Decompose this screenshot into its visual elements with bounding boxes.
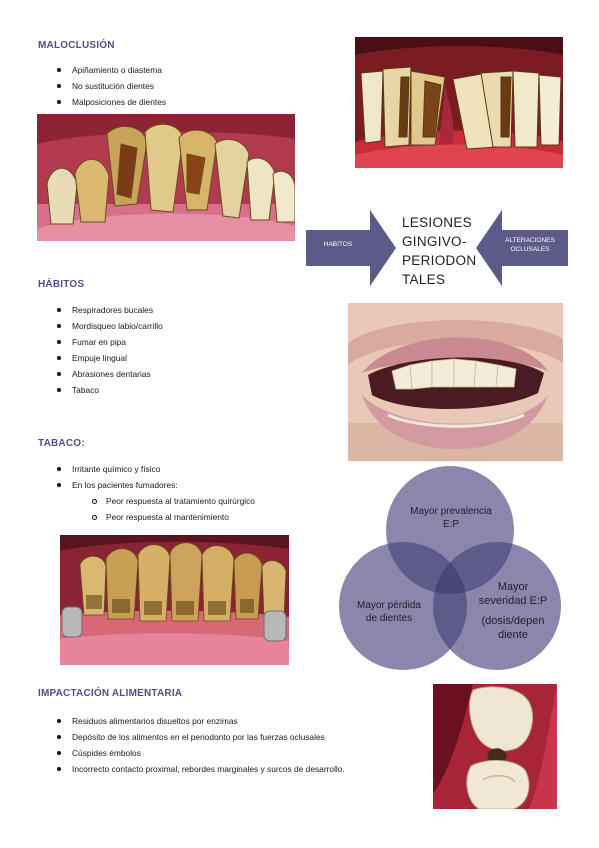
- list-item: Residuos alimentarios disueltos por enzi…: [44, 713, 345, 729]
- list-item: Peor respuesta al mantenimiento: [44, 509, 255, 525]
- section-heading-maloclusion: MALOCLUSIÓN: [38, 40, 115, 51]
- list-item: Abrasiones dentarias: [44, 366, 163, 382]
- venn-label-line: (dosis/depen: [481, 615, 545, 627]
- venn-overlap-top-left: [386, 542, 467, 594]
- impactacion-list: Residuos alimentarios disueltos por enzi…: [44, 713, 345, 777]
- venn-label-left: Mayor pérdida de dientes: [347, 599, 431, 625]
- list-item: Cúspides émbolos: [44, 745, 345, 761]
- list-item: Fumar en pipa: [44, 334, 163, 350]
- maloclusion-list: Apiñamiento o diastema No sustitución di…: [44, 62, 166, 110]
- list-item: Empuje lingual: [44, 350, 163, 366]
- list-item: Respiradores bucales: [44, 302, 163, 318]
- arrow-label-line: ALTERACIONES: [505, 237, 555, 244]
- photo-gingival-recession-teeth: [355, 37, 563, 168]
- list-item: Irritante químico y físico: [44, 461, 178, 477]
- list-item: Peor respuesta al tratamiento quirúrgico: [44, 493, 255, 509]
- list-item: Depósito de los alimentos en el periodon…: [44, 729, 345, 745]
- list-item: Apiñamiento o diastema: [44, 62, 166, 78]
- center-title-line: LESIONES: [402, 215, 472, 230]
- list-item: Mordisqueo labio/carrillo: [44, 318, 163, 334]
- venn-label-line: diente: [498, 629, 528, 641]
- tabaco-list: Irritante químico y físico En los pacien…: [44, 461, 178, 493]
- venn-label-line: Mayor: [497, 581, 529, 593]
- section-heading-tabaco: TABACO:: [38, 438, 85, 449]
- center-title-line: TALES: [402, 272, 446, 287]
- list-item: Malposiciones de dientes: [44, 94, 166, 110]
- list-item: Incorrecto contacto proximal, rebordes m…: [44, 761, 345, 777]
- tabaco-sub-list: Peor respuesta al tratamiento quirúrgico…: [44, 493, 255, 525]
- venn-label-line: severidad E:P: [478, 595, 548, 607]
- venn-overlap-top-right: [433, 542, 514, 594]
- section-heading-habitos: HÁBITOS: [38, 279, 85, 290]
- venn-label-right: Mayor severidad E:P (dosis/depen diente: [466, 580, 560, 642]
- photo-food-impaction-molars: [433, 684, 557, 809]
- venn-diagram: [339, 466, 561, 670]
- venn-label-line: Mayor prevalencia: [410, 506, 492, 517]
- photo-open-mouth-lips: [348, 303, 563, 461]
- photo-maloclusion-crowded-teeth: [37, 114, 295, 241]
- habits-diagram-arrows: [306, 210, 568, 286]
- list-item: No sustitución dientes: [44, 78, 166, 94]
- habitos-list: Respiradores bucales Mordisqueo labio/ca…: [44, 302, 163, 398]
- venn-label-line: de dientes: [365, 613, 413, 624]
- section-heading-impactacion: IMPACTACIÓN ALIMENTARIA: [38, 688, 183, 699]
- center-title-line: PERIODON: [402, 253, 477, 268]
- arrow-right-shape: [306, 210, 396, 286]
- arrow-left-shape: [476, 210, 568, 286]
- venn-label-top: Mayor prevalencia E:P: [395, 505, 507, 531]
- arrow-label-habitos: HABITOS: [323, 241, 353, 248]
- photo-tobacco-stained-teeth: [60, 535, 289, 665]
- venn-label-line: Mayor pérdida: [357, 600, 421, 611]
- diagram-center-title: LESIONES GINGIVO- PERIODON TALES: [402, 213, 476, 289]
- venn-label-line: E:P: [442, 519, 460, 530]
- center-title-line: GINGIVO-: [402, 234, 467, 249]
- list-item: En los pacientes fumadores:: [44, 477, 178, 493]
- list-item: Tabaco: [44, 382, 163, 398]
- arrow-label-alteraciones-oclusales: ALTERACIONES OCLUSALES: [496, 236, 564, 254]
- arrow-label-line: OCLUSALES: [510, 246, 550, 253]
